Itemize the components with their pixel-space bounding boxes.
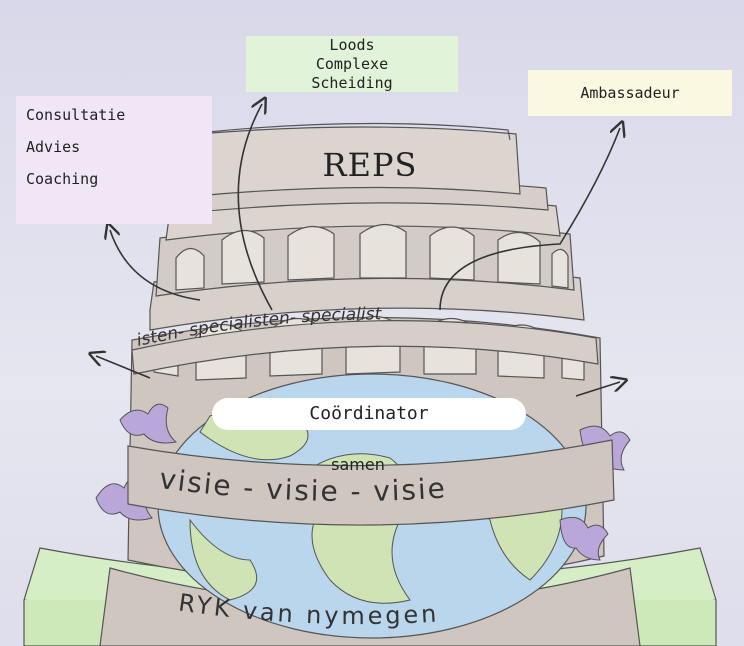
reps-title: REPS bbox=[322, 146, 418, 184]
arrow-right-out bbox=[575, 382, 620, 397]
visie-band: visie - visie - visie bbox=[127, 439, 615, 526]
arrows bbox=[96, 104, 620, 397]
arrow-left-out bbox=[96, 356, 151, 379]
loods-label: Loods bbox=[329, 36, 375, 54]
coaching-label: Coaching bbox=[26, 170, 99, 188]
specialisten-band: isten- specialisten- specialist bbox=[131, 304, 599, 375]
loods-box: Loods Complexe Scheiding bbox=[246, 36, 458, 92]
ambassadeur-box: Ambassadeur bbox=[528, 70, 732, 116]
ambassadeur-label: Ambassadeur bbox=[580, 84, 680, 102]
arrow-to-consultatie bbox=[110, 230, 201, 301]
arrow-to-loods bbox=[237, 104, 273, 311]
complexe-label: Complexe bbox=[315, 55, 389, 73]
coordinator-label: Coördinator bbox=[212, 398, 526, 430]
consultatie-box: Consultatie Advies Coaching bbox=[16, 96, 212, 224]
samen-label: samen bbox=[331, 455, 385, 474]
arrow-to-ambassadeur bbox=[439, 128, 620, 311]
scheiding-label: Scheiding bbox=[311, 74, 393, 92]
advies-label: Advies bbox=[26, 138, 81, 156]
consultatie-label: Consultatie bbox=[26, 106, 126, 124]
